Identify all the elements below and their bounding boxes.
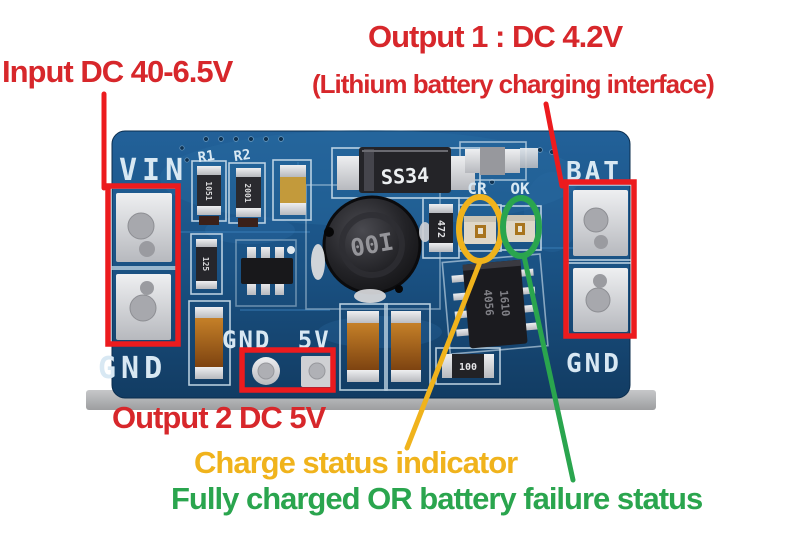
svg-text:472: 472 <box>435 220 446 238</box>
svg-text:100: 100 <box>459 362 477 373</box>
svg-text:4056: 4056 <box>481 289 496 317</box>
silk-ok: OK <box>510 179 530 198</box>
charger-ic-4056: 4056 1610 <box>441 253 549 356</box>
capacitor-top <box>465 147 538 175</box>
resistor-100: 100 <box>442 354 494 378</box>
diode-ss34: SS34 <box>337 147 475 193</box>
tantalum-caps-bottom <box>347 311 421 382</box>
output2-label: Output 2 DC 5V <box>112 400 326 435</box>
soic-chip <box>241 246 295 295</box>
status-pointer-line <box>521 253 576 483</box>
resistor-r1: 1051 <box>197 166 221 225</box>
silk-gnd-left: GND <box>98 351 167 386</box>
silk-r2: R2 <box>233 147 252 165</box>
bat-pads <box>573 190 628 332</box>
silk-r1: R1 <box>197 148 216 166</box>
charge-status-label: Charge status indicator <box>194 445 518 480</box>
silk-gnd-right: GND <box>566 349 622 379</box>
full-charge-label: Fully charged OR battery failure status <box>171 481 703 516</box>
vin-highlight-box <box>105 183 181 347</box>
output1-pointer-line <box>543 101 565 189</box>
silk-vin: VIN <box>119 153 188 188</box>
input-label: Input DC 40-6.5V <box>2 54 233 89</box>
annotation-overlays <box>101 91 637 483</box>
resistor-r2: 2001 <box>236 168 261 227</box>
tantalum-cap-left <box>195 307 223 379</box>
svg-text:1610: 1610 <box>497 289 512 317</box>
svg-text:SS34: SS34 <box>380 163 429 189</box>
vin-pads <box>116 193 172 340</box>
status-led <box>506 215 535 242</box>
svg-text:125: 125 <box>201 257 210 272</box>
svg-text:2001: 2001 <box>243 183 252 202</box>
status-led-circle <box>500 195 542 259</box>
charge-pointer-line <box>404 259 483 451</box>
silk-cr: CR <box>467 179 487 198</box>
resistor-472: 472 <box>429 204 453 252</box>
capacitor-gold <box>280 165 306 215</box>
resistor-125: 125 <box>196 239 217 289</box>
output2-pads <box>252 356 333 387</box>
output1-label: Output 1 : DC 4.2V <box>368 19 623 54</box>
bat-highlight-box <box>563 179 637 339</box>
output2-highlight-box <box>239 347 336 393</box>
output1-sublabel: (Lithium battery charging interface) <box>312 69 715 99</box>
svg-text:1051: 1051 <box>204 181 213 200</box>
charge-led <box>464 216 496 244</box>
inductor: 00I <box>311 195 431 303</box>
